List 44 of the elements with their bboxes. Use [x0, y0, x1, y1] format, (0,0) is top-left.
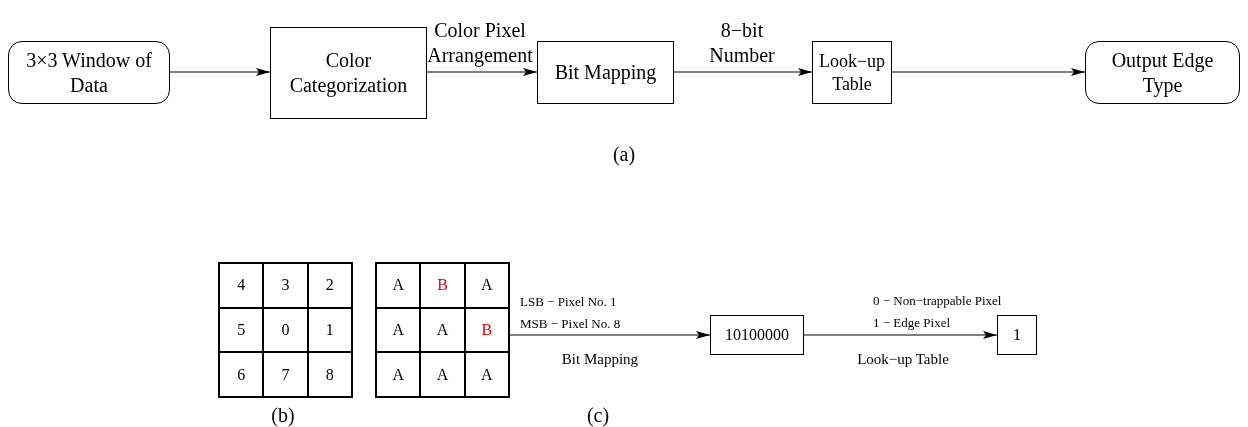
- value-box: 1: [997, 315, 1037, 355]
- edge-label: Color Pixel Arrangement: [426, 18, 534, 68]
- table-cell: B: [464, 307, 509, 353]
- annotation-text: LSB − Pixel No. 1: [520, 294, 617, 310]
- arrow: [169, 68, 271, 76]
- table-cell: A: [376, 352, 421, 397]
- annotation-text: 1 − Edge Pixel: [873, 315, 951, 331]
- table-cell: 8: [307, 352, 352, 397]
- arrow: [803, 331, 998, 339]
- arrow: [509, 331, 711, 339]
- table-cell: 5: [219, 307, 264, 353]
- table-cell: A: [420, 307, 465, 353]
- table-cell: A: [376, 263, 421, 308]
- table-cell: A: [376, 307, 421, 353]
- arrow: [673, 68, 813, 76]
- figure-label: (a): [612, 143, 636, 166]
- table-cell: 7: [263, 352, 308, 397]
- figure-label: (c): [586, 404, 610, 427]
- arrow: [426, 68, 538, 76]
- table-cell: B: [420, 263, 465, 308]
- edge-label: Bit Mapping: [560, 350, 640, 369]
- process-box: Bit Mapping: [537, 41, 674, 104]
- value-box: 10100000: [710, 315, 804, 355]
- table-cell: A: [464, 263, 509, 308]
- table-cell: 6: [219, 352, 264, 397]
- grid-table: [218, 262, 353, 398]
- table-cell: A: [464, 352, 509, 397]
- annotation-text: 0 − Non−trappable Pixel: [873, 293, 1002, 309]
- process-box: Color Categorization: [270, 27, 427, 119]
- edge-label: Look−up Table: [856, 350, 950, 369]
- table-cell: 1: [307, 307, 352, 353]
- figure-label: (b): [271, 404, 295, 427]
- arrow: [891, 68, 1086, 76]
- process-box: Look−up Table: [812, 41, 892, 104]
- table-cell: 4: [219, 263, 264, 308]
- annotation-text: MSB − Pixel No. 8: [520, 316, 621, 332]
- table-cell: 2: [307, 263, 352, 308]
- terminal-box: Output Edge Type: [1085, 41, 1240, 104]
- table-cell: 0: [263, 307, 308, 353]
- table-cell: A: [420, 352, 465, 397]
- table-cell: 3: [263, 263, 308, 308]
- terminal-box: 3×3 Window of Data: [8, 41, 170, 104]
- edge-label: 8−bit Number: [708, 18, 776, 68]
- grid-table: [375, 262, 510, 398]
